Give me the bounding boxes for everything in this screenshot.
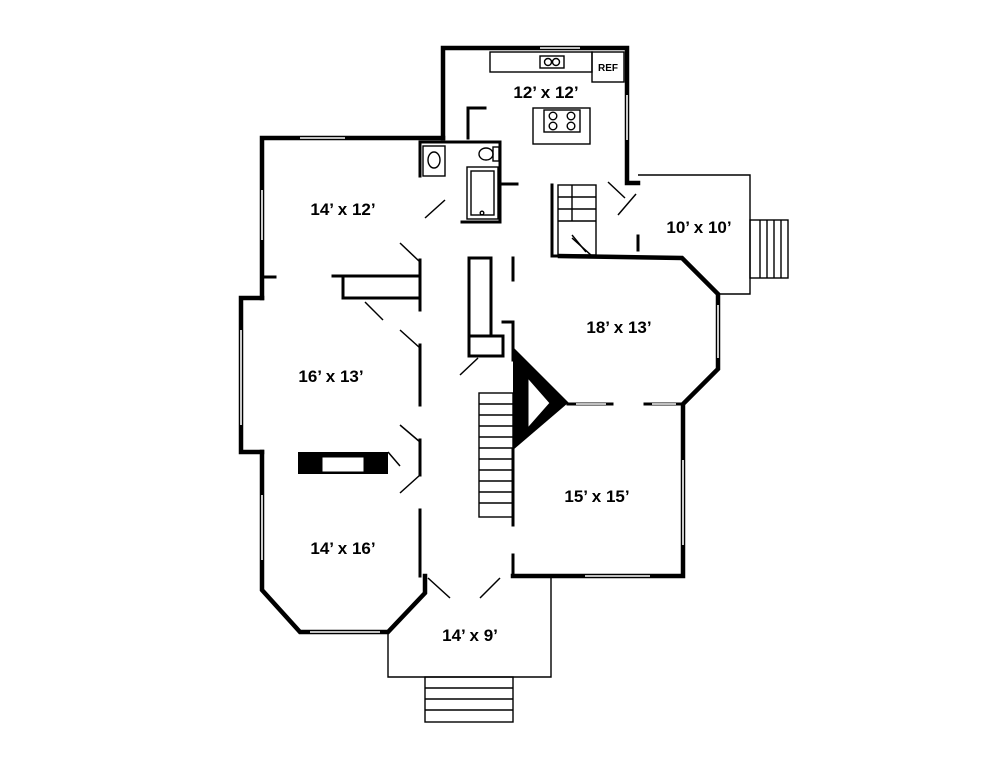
exterior-walls xyxy=(238,45,721,635)
kitchen-counter xyxy=(489,51,593,73)
room-label-parlor: 15’ x 15’ xyxy=(564,487,629,506)
mudroom-porch xyxy=(617,174,789,295)
bathroom-fixtures xyxy=(422,145,500,220)
room-label-dining: 16’ x 13’ xyxy=(298,367,363,386)
windows xyxy=(240,47,719,633)
interior-walls xyxy=(260,106,562,578)
back-stairs xyxy=(557,184,597,256)
kitchen-island xyxy=(532,107,591,145)
room-label-kitchen: 12’ x 12’ xyxy=(513,83,578,102)
refrigerator-icon xyxy=(591,51,625,83)
room-label-porch: 14’ x 9’ xyxy=(442,626,498,645)
room-label-living: 18’ x 13’ xyxy=(586,318,651,337)
room-label-mudroom: 10’ x 10’ xyxy=(666,218,731,237)
front-porch xyxy=(387,575,552,723)
kitchen-sink-icon xyxy=(539,55,565,69)
toilet-icon xyxy=(478,147,494,161)
bathtub-icon xyxy=(466,166,499,220)
room-label-bedroom-top: 14’ x 12’ xyxy=(310,200,375,219)
cooktop-icon xyxy=(543,109,581,133)
main-staircase xyxy=(478,392,514,518)
refrigerator-label: REF xyxy=(598,63,618,74)
vanity-icon xyxy=(422,145,446,177)
room-label-bay-room: 14’ x 16’ xyxy=(310,539,375,558)
room-labels: 12’ x 12’ 14’ x 12’ 10’ x 10’ 18’ x 13’ … xyxy=(298,83,731,645)
kitchen-fixtures: REF xyxy=(489,51,625,145)
door-swings xyxy=(364,181,626,494)
fireplaces xyxy=(298,347,569,474)
